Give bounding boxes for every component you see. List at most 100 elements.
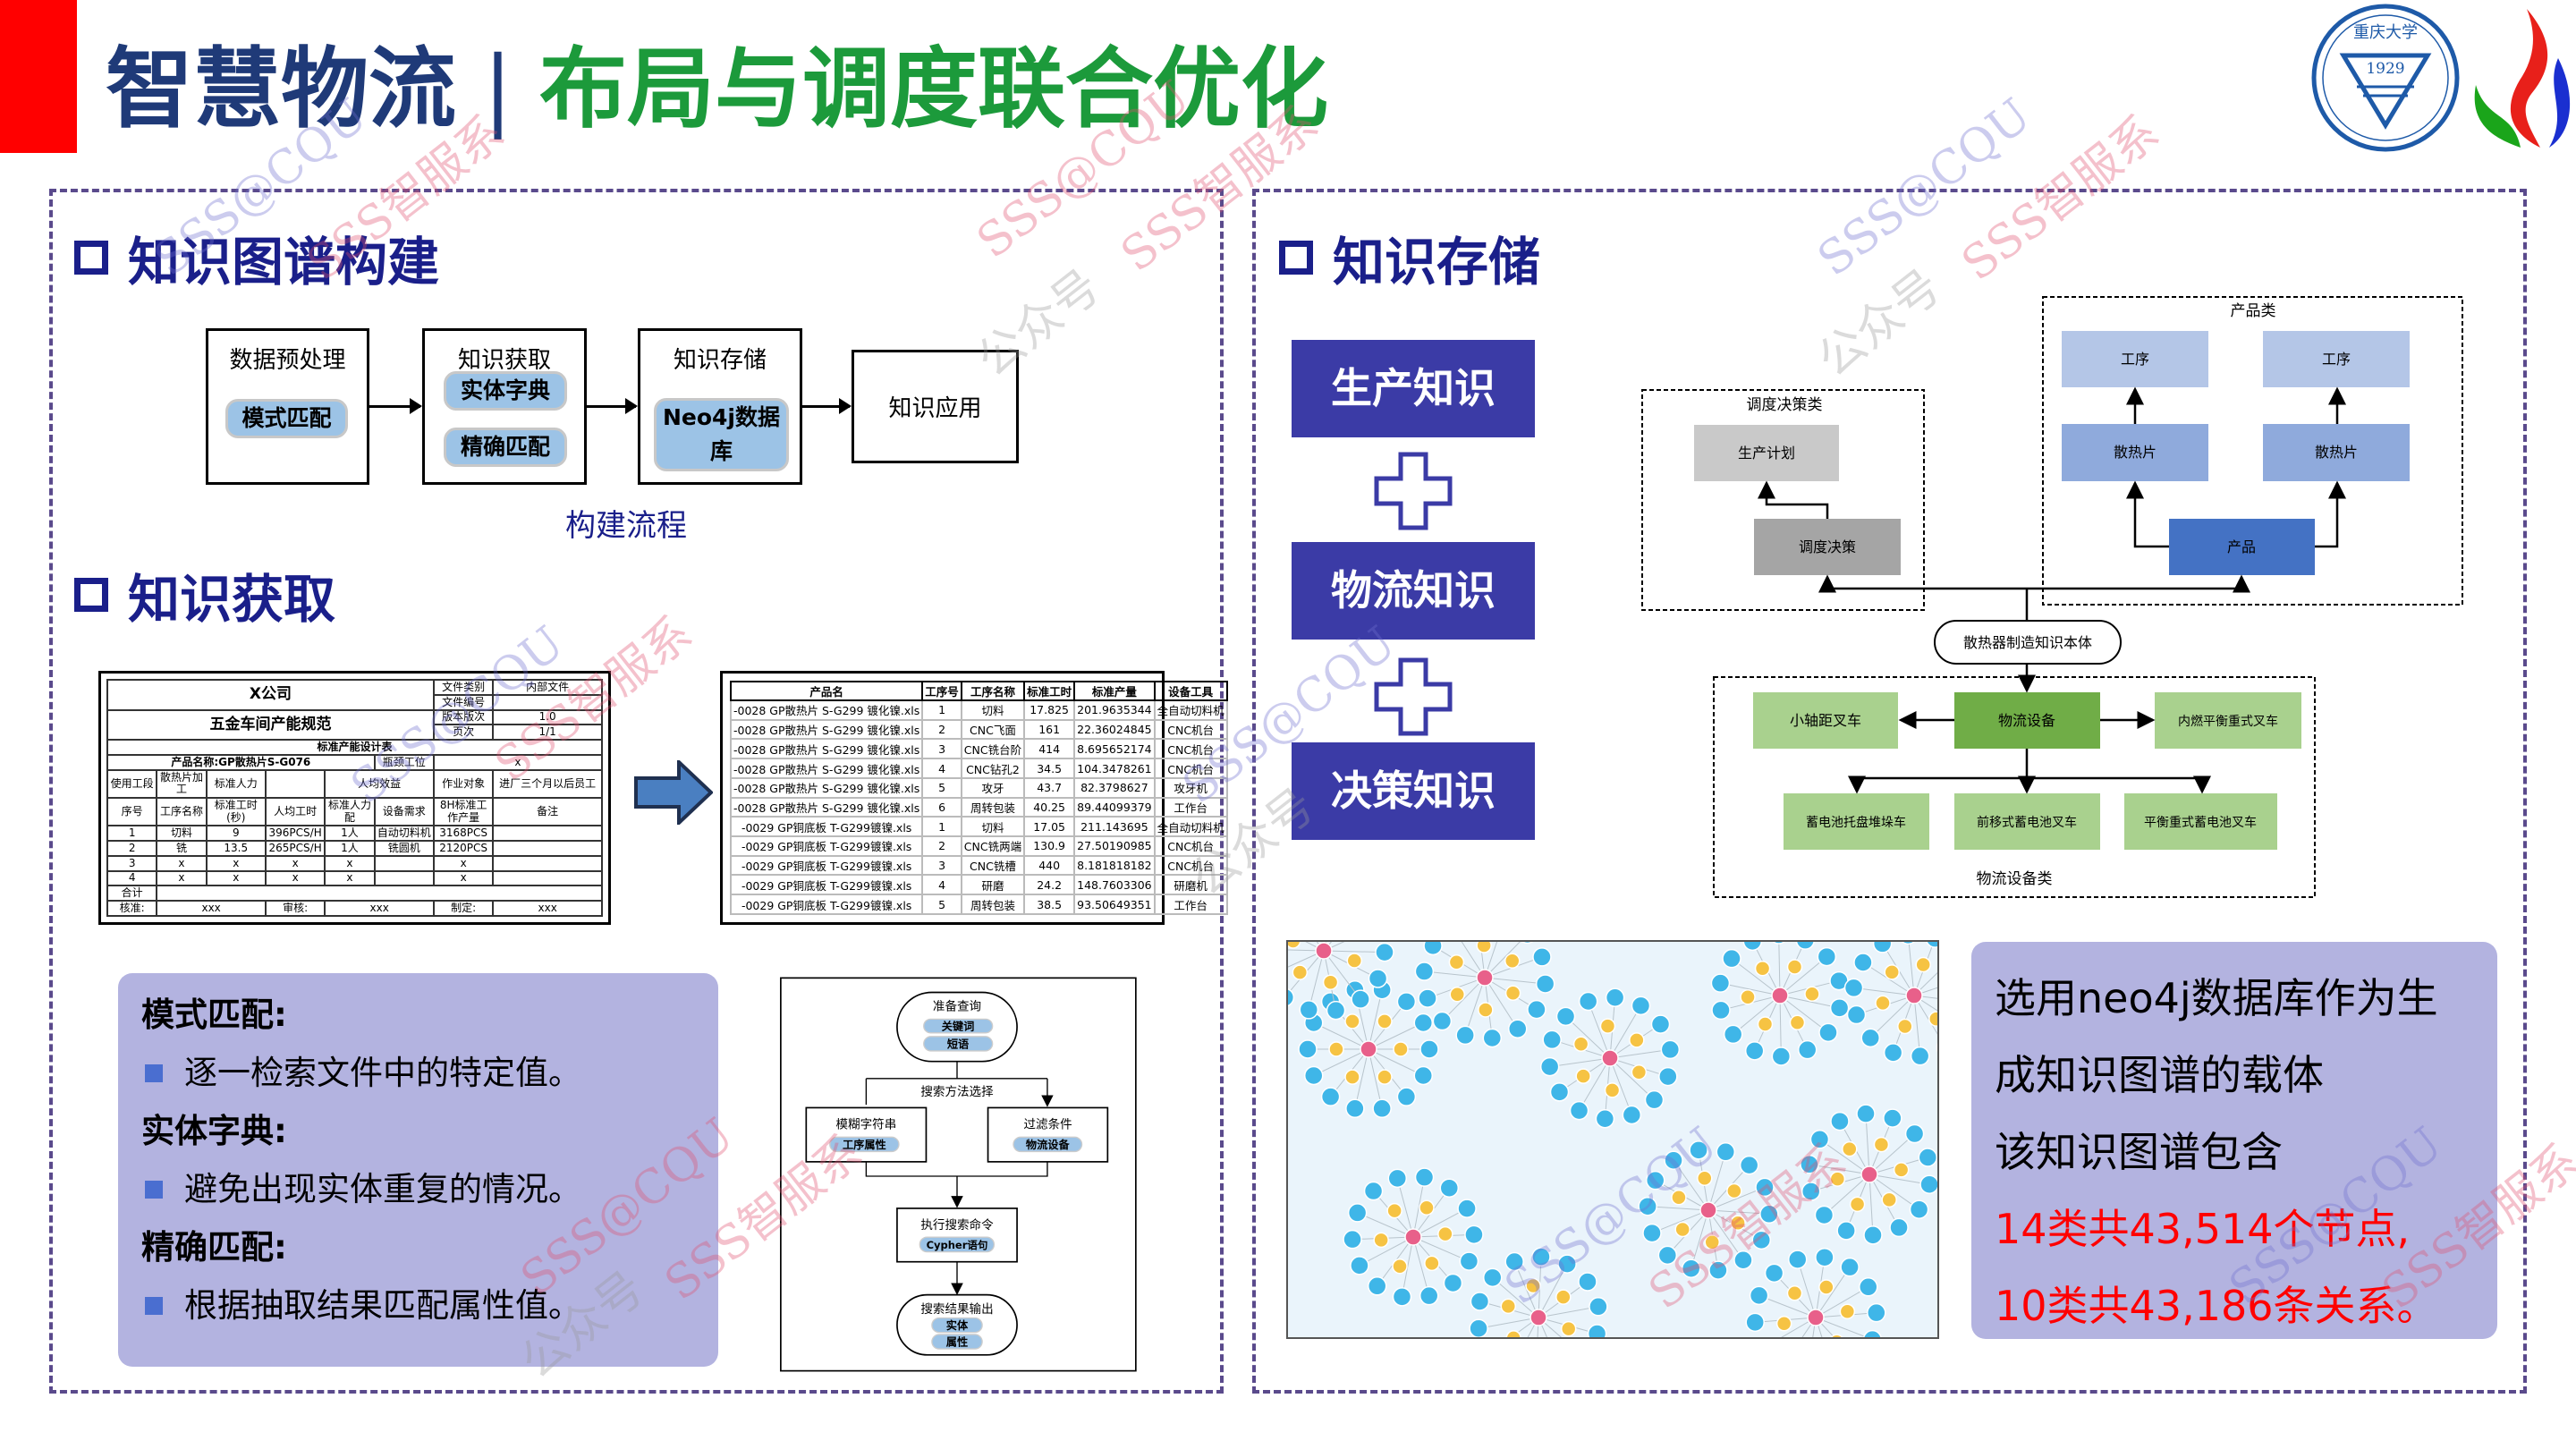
graph-node[interactable] [1926,942,1939,948]
graph-node[interactable] [1745,1312,1765,1333]
graph-node[interactable] [1815,1247,1835,1267]
graph-node[interactable] [1726,1182,1742,1199]
graph-node[interactable] [1645,1170,1665,1191]
graph-node[interactable] [1884,964,1900,980]
graph-node[interactable] [1770,942,1788,945]
graph-node[interactable] [1418,988,1437,1008]
graph-node[interactable] [1846,1004,1867,1025]
graph-node[interactable] [1555,1289,1572,1305]
graph-node[interactable] [1601,1049,1619,1067]
graph-node[interactable] [1531,1247,1551,1267]
graph-node[interactable] [1904,1123,1925,1144]
graph-node[interactable] [1809,1130,1830,1149]
graph-node[interactable] [1704,1233,1720,1250]
graph-node[interactable] [1578,991,1598,1012]
graph-node[interactable] [1818,1022,1838,1043]
graph-node[interactable] [1733,1250,1753,1270]
graph-node[interactable] [1622,1105,1642,1125]
graph-node[interactable] [1723,1024,1743,1045]
graph-node[interactable] [1439,1178,1460,1198]
graph-node[interactable] [1862,1329,1882,1339]
graph-node[interactable] [1909,1199,1929,1219]
graph-node[interactable] [1786,959,1803,975]
graph-node[interactable] [1504,1251,1524,1272]
graph-node[interactable] [1504,985,1521,1002]
graph-node[interactable] [1367,1276,1387,1296]
graph-node[interactable] [1842,1140,1858,1157]
graph-node[interactable] [1710,973,1731,993]
graph-node[interactable] [1883,1043,1903,1063]
graph-node[interactable] [1470,1292,1490,1311]
graph-node[interactable] [1542,1030,1562,1050]
graph-node[interactable] [1432,1011,1453,1031]
graph-node[interactable] [1740,988,1756,1005]
graph-node[interactable] [1500,1298,1517,1315]
graph-node[interactable] [1449,986,1466,1003]
graph-node[interactable] [1464,1224,1484,1245]
graph-node[interactable] [1814,1205,1835,1225]
graph-node[interactable] [1807,1309,1825,1326]
graph-node[interactable] [1373,1232,1389,1249]
graph-node[interactable] [1697,1170,1713,1187]
graph-node[interactable] [1377,1013,1393,1030]
graph-node[interactable] [1751,1230,1772,1250]
graph-node[interactable] [1829,1171,1846,1187]
graph-node[interactable] [1873,1136,1890,1153]
graph-node[interactable] [1478,1002,1494,1018]
graph-node[interactable] [1423,942,1443,956]
graph-node[interactable] [1754,960,1771,977]
graph-node[interactable] [1519,942,1537,945]
graph-node[interactable] [1396,992,1417,1012]
graph-node[interactable] [1797,1039,1818,1060]
graph-node[interactable] [1288,942,1301,949]
graph-node[interactable] [1360,1040,1377,1058]
graph-node[interactable] [1375,942,1394,962]
graph-node[interactable] [1560,1320,1577,1337]
graph-node[interactable] [1530,1309,1547,1326]
graph-node[interactable] [1589,1297,1608,1317]
graph-node[interactable] [1525,1277,1541,1294]
graph-node[interactable] [1664,1150,1683,1171]
graph-node[interactable] [1843,978,1864,998]
graph-node[interactable] [1368,969,1388,988]
graph-node[interactable] [1386,1202,1402,1219]
graph-node[interactable] [1839,1303,1856,1319]
graph-node[interactable] [1288,988,1295,1007]
graph-node[interactable] [1674,1221,1690,1238]
graph-node[interactable] [1346,953,1363,969]
graph-node[interactable] [1867,1302,1886,1323]
graph-node[interactable] [1771,1046,1792,1066]
graph-node[interactable] [1372,1098,1392,1119]
graph-node[interactable] [1897,1018,1913,1035]
graph-node[interactable] [1414,1167,1435,1187]
graph-node[interactable] [1716,1142,1736,1162]
graph-node[interactable] [1936,1038,1939,1056]
graph-node[interactable] [1569,1100,1589,1121]
graph-node[interactable] [1644,1089,1665,1110]
graph-node[interactable] [1604,1082,1621,1098]
graph-node[interactable] [1413,1065,1434,1086]
graph-node[interactable] [1764,1263,1784,1284]
graph-node[interactable] [1457,1199,1477,1218]
graph-node[interactable] [1660,1039,1681,1060]
graph-node[interactable] [1298,1039,1318,1059]
graph-node[interactable] [1711,1000,1731,1021]
graph-node[interactable] [1910,1046,1930,1066]
graph-node[interactable] [1437,1225,1453,1242]
graph-node[interactable] [1443,1273,1463,1293]
graph-node[interactable] [1840,1257,1860,1277]
graph-node[interactable] [1787,1250,1808,1269]
graph-node[interactable] [1671,1190,1687,1206]
graph-node[interactable] [1469,1318,1488,1337]
graph-node[interactable] [1414,962,1435,981]
graph-node[interactable] [1856,1104,1876,1123]
graph-node[interactable] [1657,1245,1678,1266]
graph-node[interactable] [1918,1148,1937,1167]
graph-node[interactable] [1650,1014,1671,1034]
graph-node[interactable] [1915,956,1931,973]
graph-node[interactable] [1863,1225,1883,1245]
graph-node[interactable] [1759,1204,1779,1224]
graph-node[interactable] [1853,953,1873,972]
graph-node[interactable] [1905,987,1923,1004]
graph-node[interactable] [1605,987,1625,1007]
